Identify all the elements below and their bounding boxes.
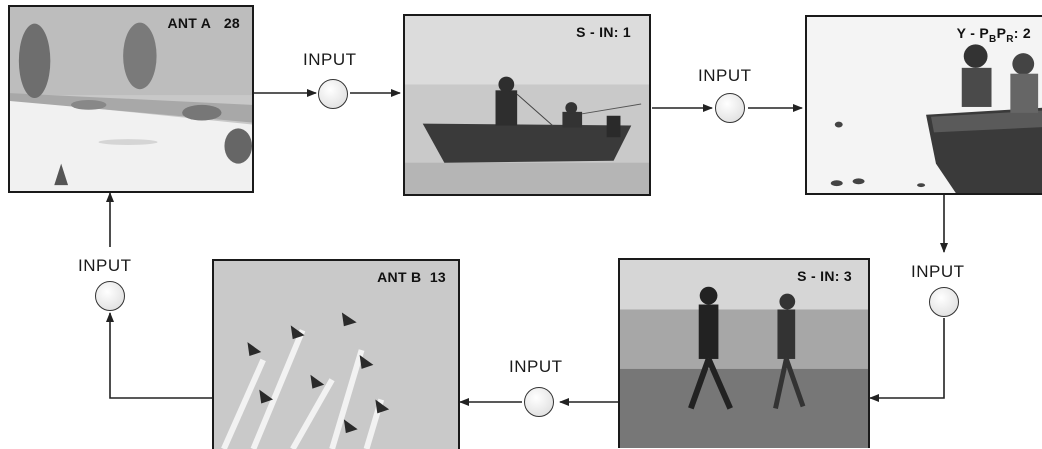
- people-on-pier-image: [807, 17, 1042, 193]
- input-button-2[interactable]: [715, 93, 745, 123]
- input-button-5[interactable]: [95, 281, 125, 311]
- screen-s-in-3: S - IN: 3: [618, 258, 870, 448]
- ypbpr-prefix: Y - P: [956, 25, 990, 41]
- input-button-1[interactable]: [318, 79, 348, 109]
- boat-image: [405, 16, 649, 194]
- input-label-3: INPUT: [911, 262, 965, 281]
- arrow-button-to-s-in-3: [869, 318, 945, 402]
- screen-label-ypbpr: Y - PBPR: 2: [957, 25, 1031, 45]
- screen-ypbpr: Y - PBPR: 2: [805, 15, 1042, 195]
- ant-a-title: ANT A: [167, 15, 212, 31]
- input-button-3[interactable]: [929, 287, 959, 317]
- ypbpr-mid: P: [996, 25, 1007, 41]
- input-button-4[interactable]: [524, 387, 554, 417]
- input-label-5: INPUT: [78, 256, 132, 275]
- beach-walkers-image: [620, 260, 868, 448]
- snow-landscape-image: [10, 7, 252, 191]
- screen-label-ant-a: ANT A 28: [167, 15, 240, 31]
- ant-b-channel: 13: [429, 269, 446, 285]
- screen-label-ant-b: ANT B 13: [377, 269, 446, 285]
- screen-label-s-in-3: S - IN: 3: [797, 268, 852, 284]
- jets-image: [214, 261, 458, 449]
- input-label-4: INPUT: [509, 357, 563, 376]
- input-label-2: INPUT: [698, 66, 752, 85]
- ant-a-channel: 28: [223, 15, 240, 31]
- arrow-ant-b-to-button: [106, 312, 212, 399]
- input-label-1: INPUT: [303, 50, 357, 69]
- screen-label-s-in-1: S - IN: 1: [576, 24, 631, 40]
- ypbpr-suffix: : 2: [1013, 25, 1031, 41]
- s-in-3-title: S - IN: 3: [797, 268, 852, 284]
- ant-b-title: ANT B: [377, 269, 422, 285]
- ypbpr-sub-r: R: [1006, 33, 1014, 45]
- ypbpr-sub-b: B: [989, 33, 997, 45]
- screen-ant-b: ANT B 13: [212, 259, 460, 449]
- screen-s-in-1: S - IN: 1: [403, 14, 651, 196]
- s-in-1-title: S - IN: 1: [576, 24, 631, 40]
- screen-ant-a: ANT A 28: [8, 5, 254, 193]
